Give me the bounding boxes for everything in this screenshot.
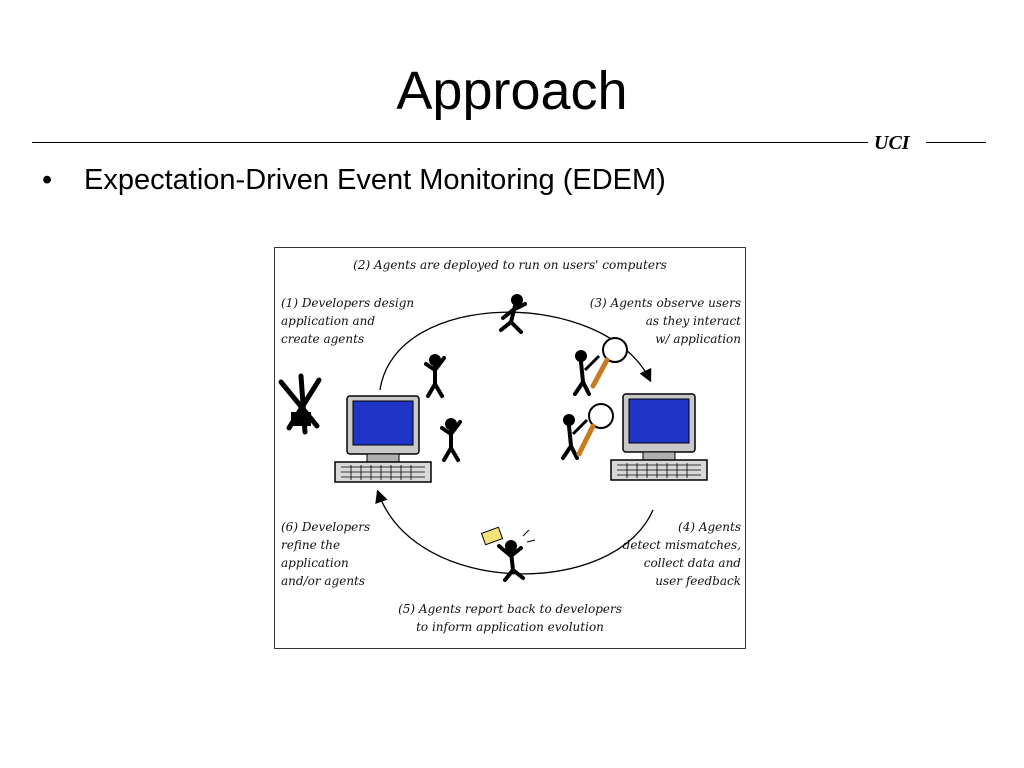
mail-agent-icon [480, 526, 536, 582]
step-3-caption: (3) Agents observe users as they interac… [589, 296, 741, 346]
diagram-graphics [278, 294, 708, 582]
magnifier-agent-icon [561, 403, 614, 460]
agent-figure-icon [440, 416, 462, 462]
agent-figure-icon [424, 352, 446, 398]
step-1-caption: (1) Developers design application and cr… [281, 296, 415, 346]
running-agent-icon [499, 294, 527, 334]
step-4-caption: (4) Agents detect mismatches, collect da… [622, 520, 741, 588]
developer-computer-icon [334, 395, 432, 483]
step-2-caption: (2) Agents are deployed to run on users'… [353, 258, 667, 272]
uci-logo: UCI [874, 132, 910, 154]
magnifier-agent-icon [573, 337, 628, 396]
header-rule-left [32, 142, 868, 143]
tools-icon [278, 373, 322, 435]
header-rule-right [926, 142, 986, 143]
user-computer-icon [610, 393, 708, 481]
bullet-dot-icon: • [42, 164, 53, 196]
slide-title: Approach [396, 61, 628, 121]
bullet-text: Expectation-Driven Event Monitoring (EDE… [84, 164, 666, 196]
arrow-report [375, 489, 654, 575]
edem-diagram: (2) Agents are deployed to run on users'… [274, 247, 746, 649]
step-6-caption: (6) Developers refine the application an… [281, 520, 371, 588]
step-5-caption: (5) Agents report back to developers to … [398, 602, 622, 634]
